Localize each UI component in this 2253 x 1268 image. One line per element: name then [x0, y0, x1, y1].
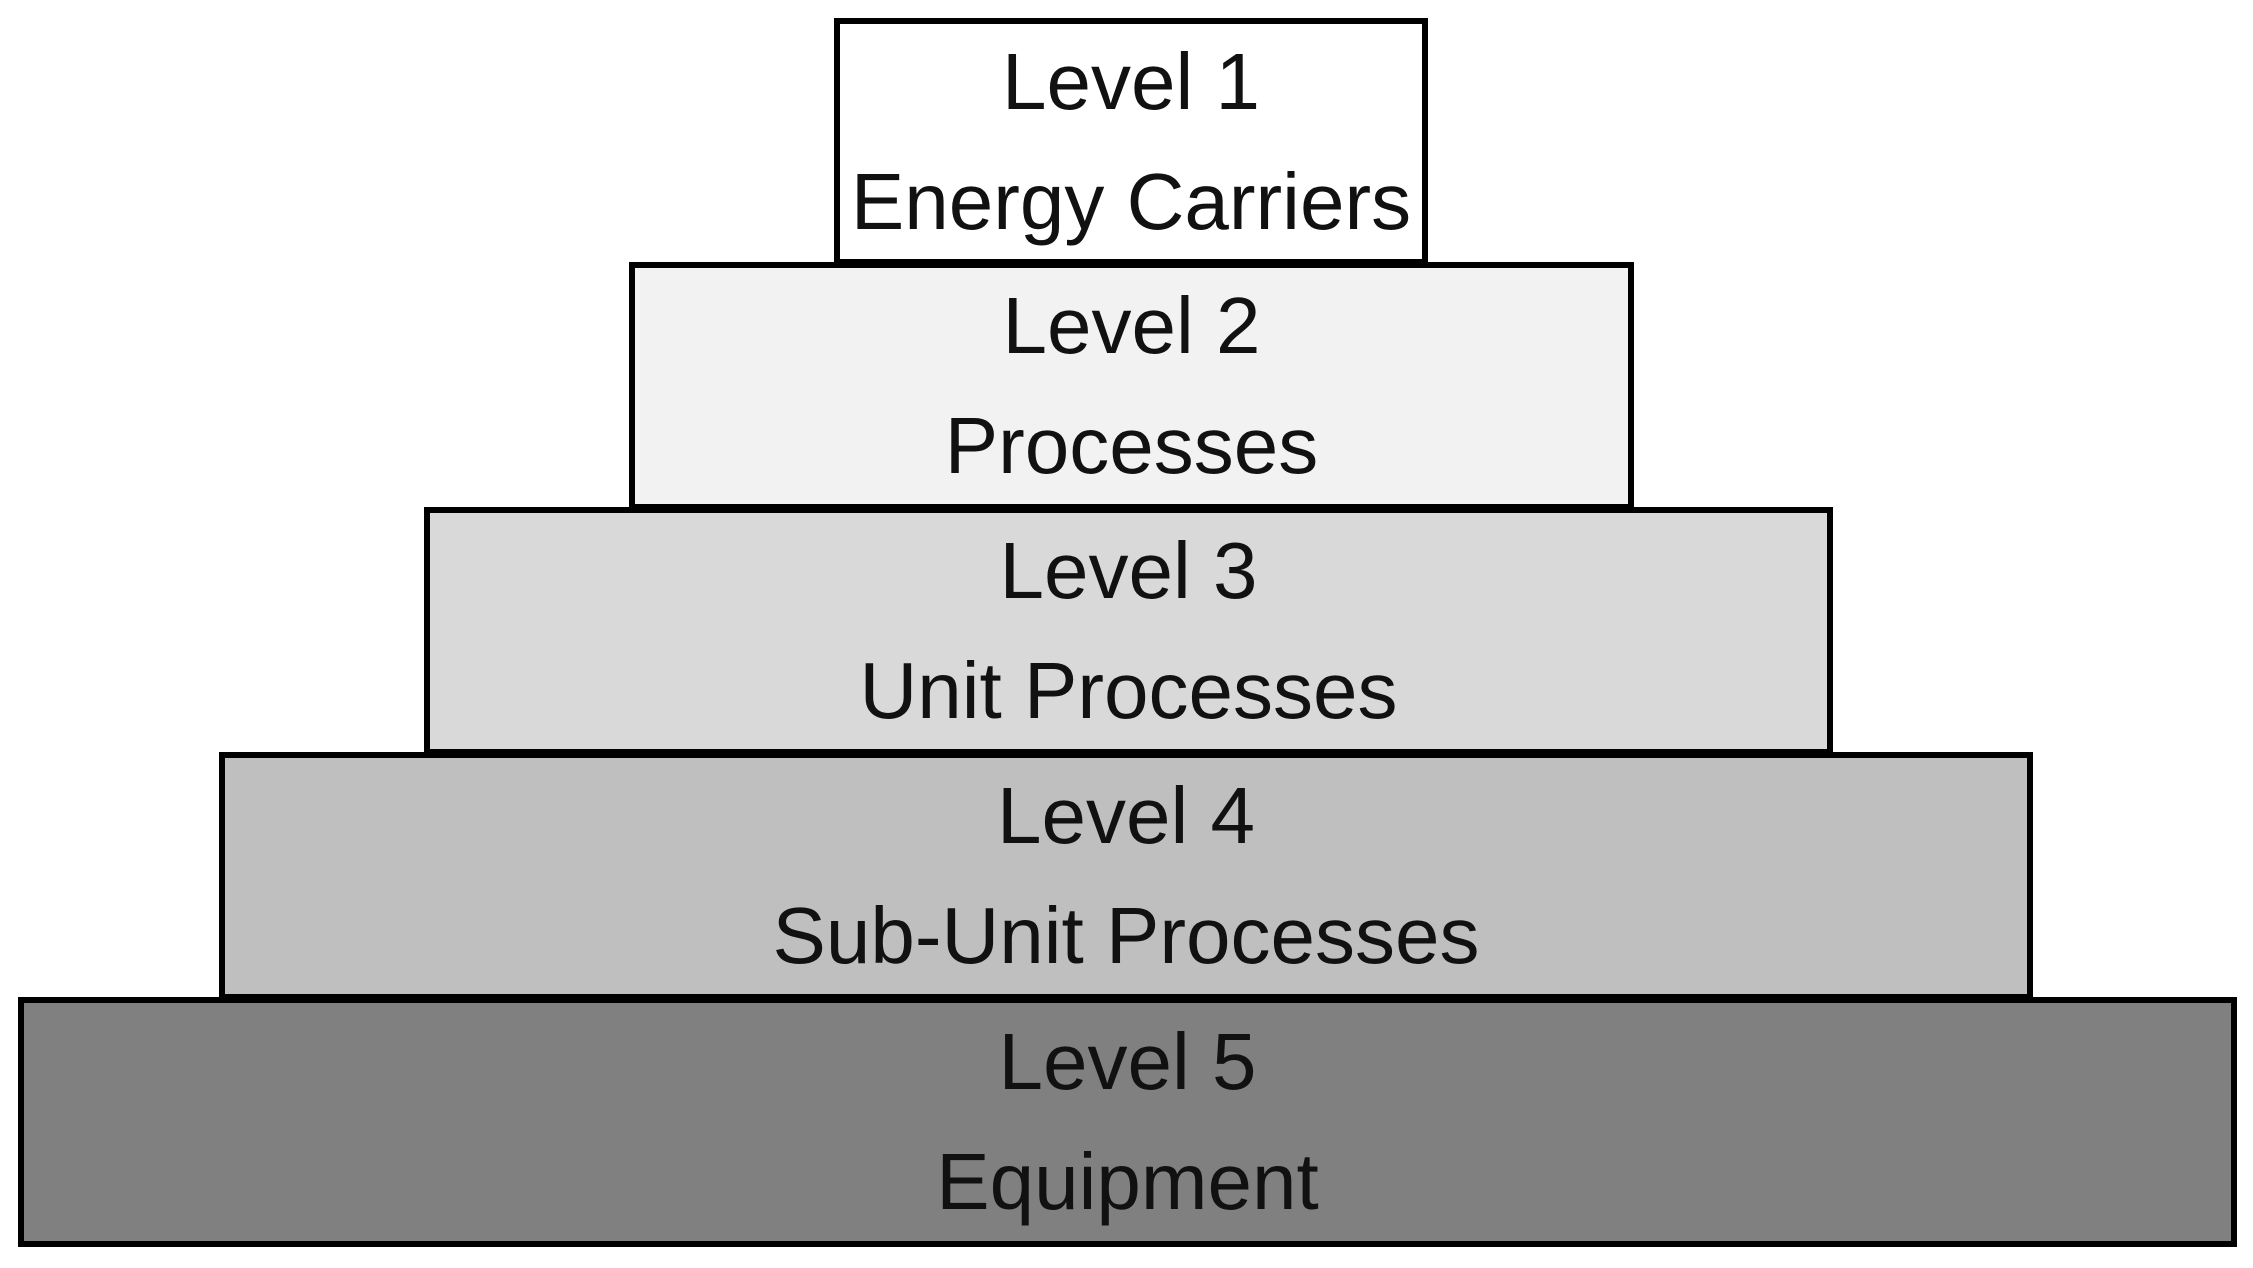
tier-level-4: Level 4 Sub-Unit Processes [219, 752, 2033, 1000]
tier-level-3: Level 3 Unit Processes [424, 507, 1833, 755]
tier-name-label: Energy Carriers [850, 156, 1412, 246]
tier-name-label: Processes [944, 401, 1319, 490]
tier-level-label: Level 2 [1002, 281, 1261, 370]
tier-level-2: Level 2 Processes [629, 262, 1634, 510]
tier-level-label: Level 5 [998, 1017, 1257, 1106]
tier-level-label: Level 1 [1002, 36, 1260, 126]
tier-name-label: Sub-Unit Processes [772, 891, 1480, 980]
tier-name-label: Unit Processes [859, 646, 1398, 735]
tier-level-5: Level 5 Equipment [18, 997, 2237, 1247]
tier-name-label: Equipment [936, 1137, 1319, 1226]
tier-level-label: Level 4 [997, 771, 1255, 860]
tier-level-label: Level 3 [999, 526, 1258, 615]
tier-level-1: Level 1 Energy Carriers [834, 18, 1428, 265]
